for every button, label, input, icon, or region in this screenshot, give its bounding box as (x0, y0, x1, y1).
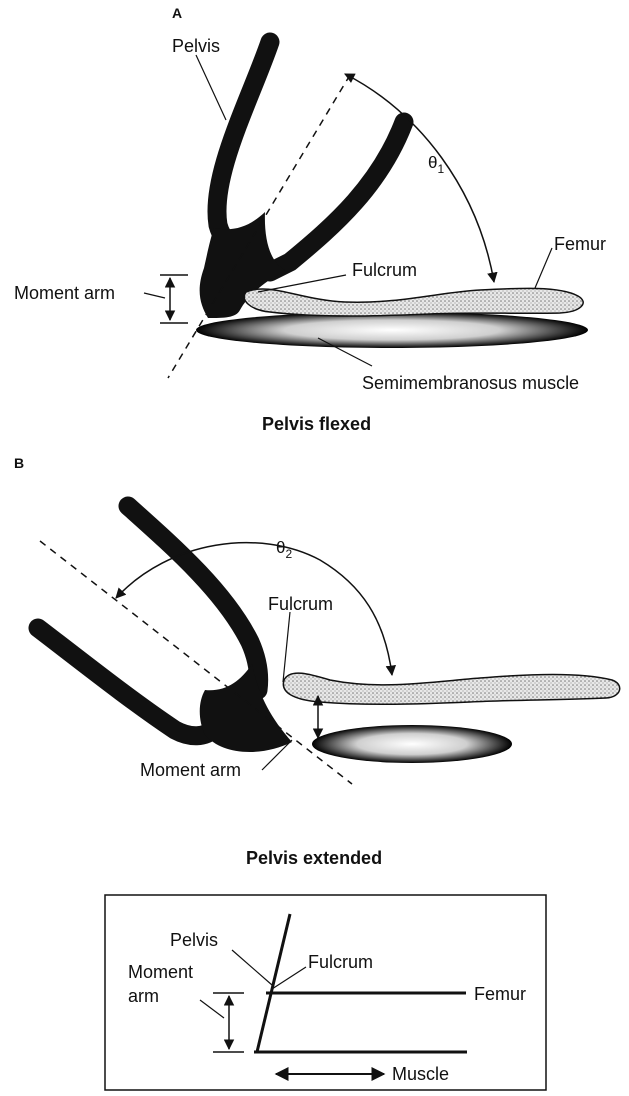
moment-arm-b-label: Moment arm (140, 760, 241, 780)
moment-arm-a-indicator (144, 275, 188, 323)
moment-arm-a-label: Moment arm (14, 283, 115, 303)
schematic-fulcrum-label: Fulcrum (308, 952, 373, 972)
femur-b-drawing (283, 673, 619, 704)
theta2-subscript: 2 (285, 547, 292, 561)
panel-a-caption: Pelvis flexed (262, 414, 371, 434)
pelvis-a-leader (196, 55, 226, 120)
panel-a-letter: A (172, 5, 182, 21)
femur-a-leader (535, 248, 552, 288)
panel-b-caption: Pelvis extended (246, 848, 382, 868)
fulcrum-b-leader (283, 612, 290, 682)
muscle-a-label: Semimembranosus muscle (362, 373, 579, 393)
panel-b: B θ2 Fulcrum Moment arm Pelvis extended (14, 455, 620, 868)
theta1-label: θ1 (428, 153, 444, 176)
femur-a-label: Femur (554, 234, 606, 254)
pelvis-a-label: Pelvis (172, 36, 220, 56)
muscle-b-drawing (312, 725, 512, 763)
schematic-panel: Pelvis Fulcrum Moment arm Femur Muscle (105, 895, 546, 1090)
fulcrum-a-label: Fulcrum (352, 260, 417, 280)
fulcrum-b-label: Fulcrum (268, 594, 333, 614)
semimembranosus-muscle-drawing (196, 312, 588, 348)
schematic-moment-label-line1: Moment (128, 962, 193, 982)
theta1-subscript: 1 (437, 162, 444, 176)
schematic-muscle-label: Muscle (392, 1064, 449, 1084)
schematic-femur-label: Femur (474, 984, 526, 1004)
panel-b-letter: B (14, 455, 24, 471)
theta1-symbol: θ (428, 153, 437, 172)
schematic-pelvis-label: Pelvis (170, 930, 218, 950)
schematic-moment-label-line2: arm (128, 986, 159, 1006)
panel-a: A Pelvis θ1 Femur Fulcrum Mom (14, 5, 606, 434)
femur-a-drawing (244, 288, 583, 316)
theta2-label: θ2 (276, 538, 292, 561)
theta2-symbol: θ (276, 538, 285, 557)
